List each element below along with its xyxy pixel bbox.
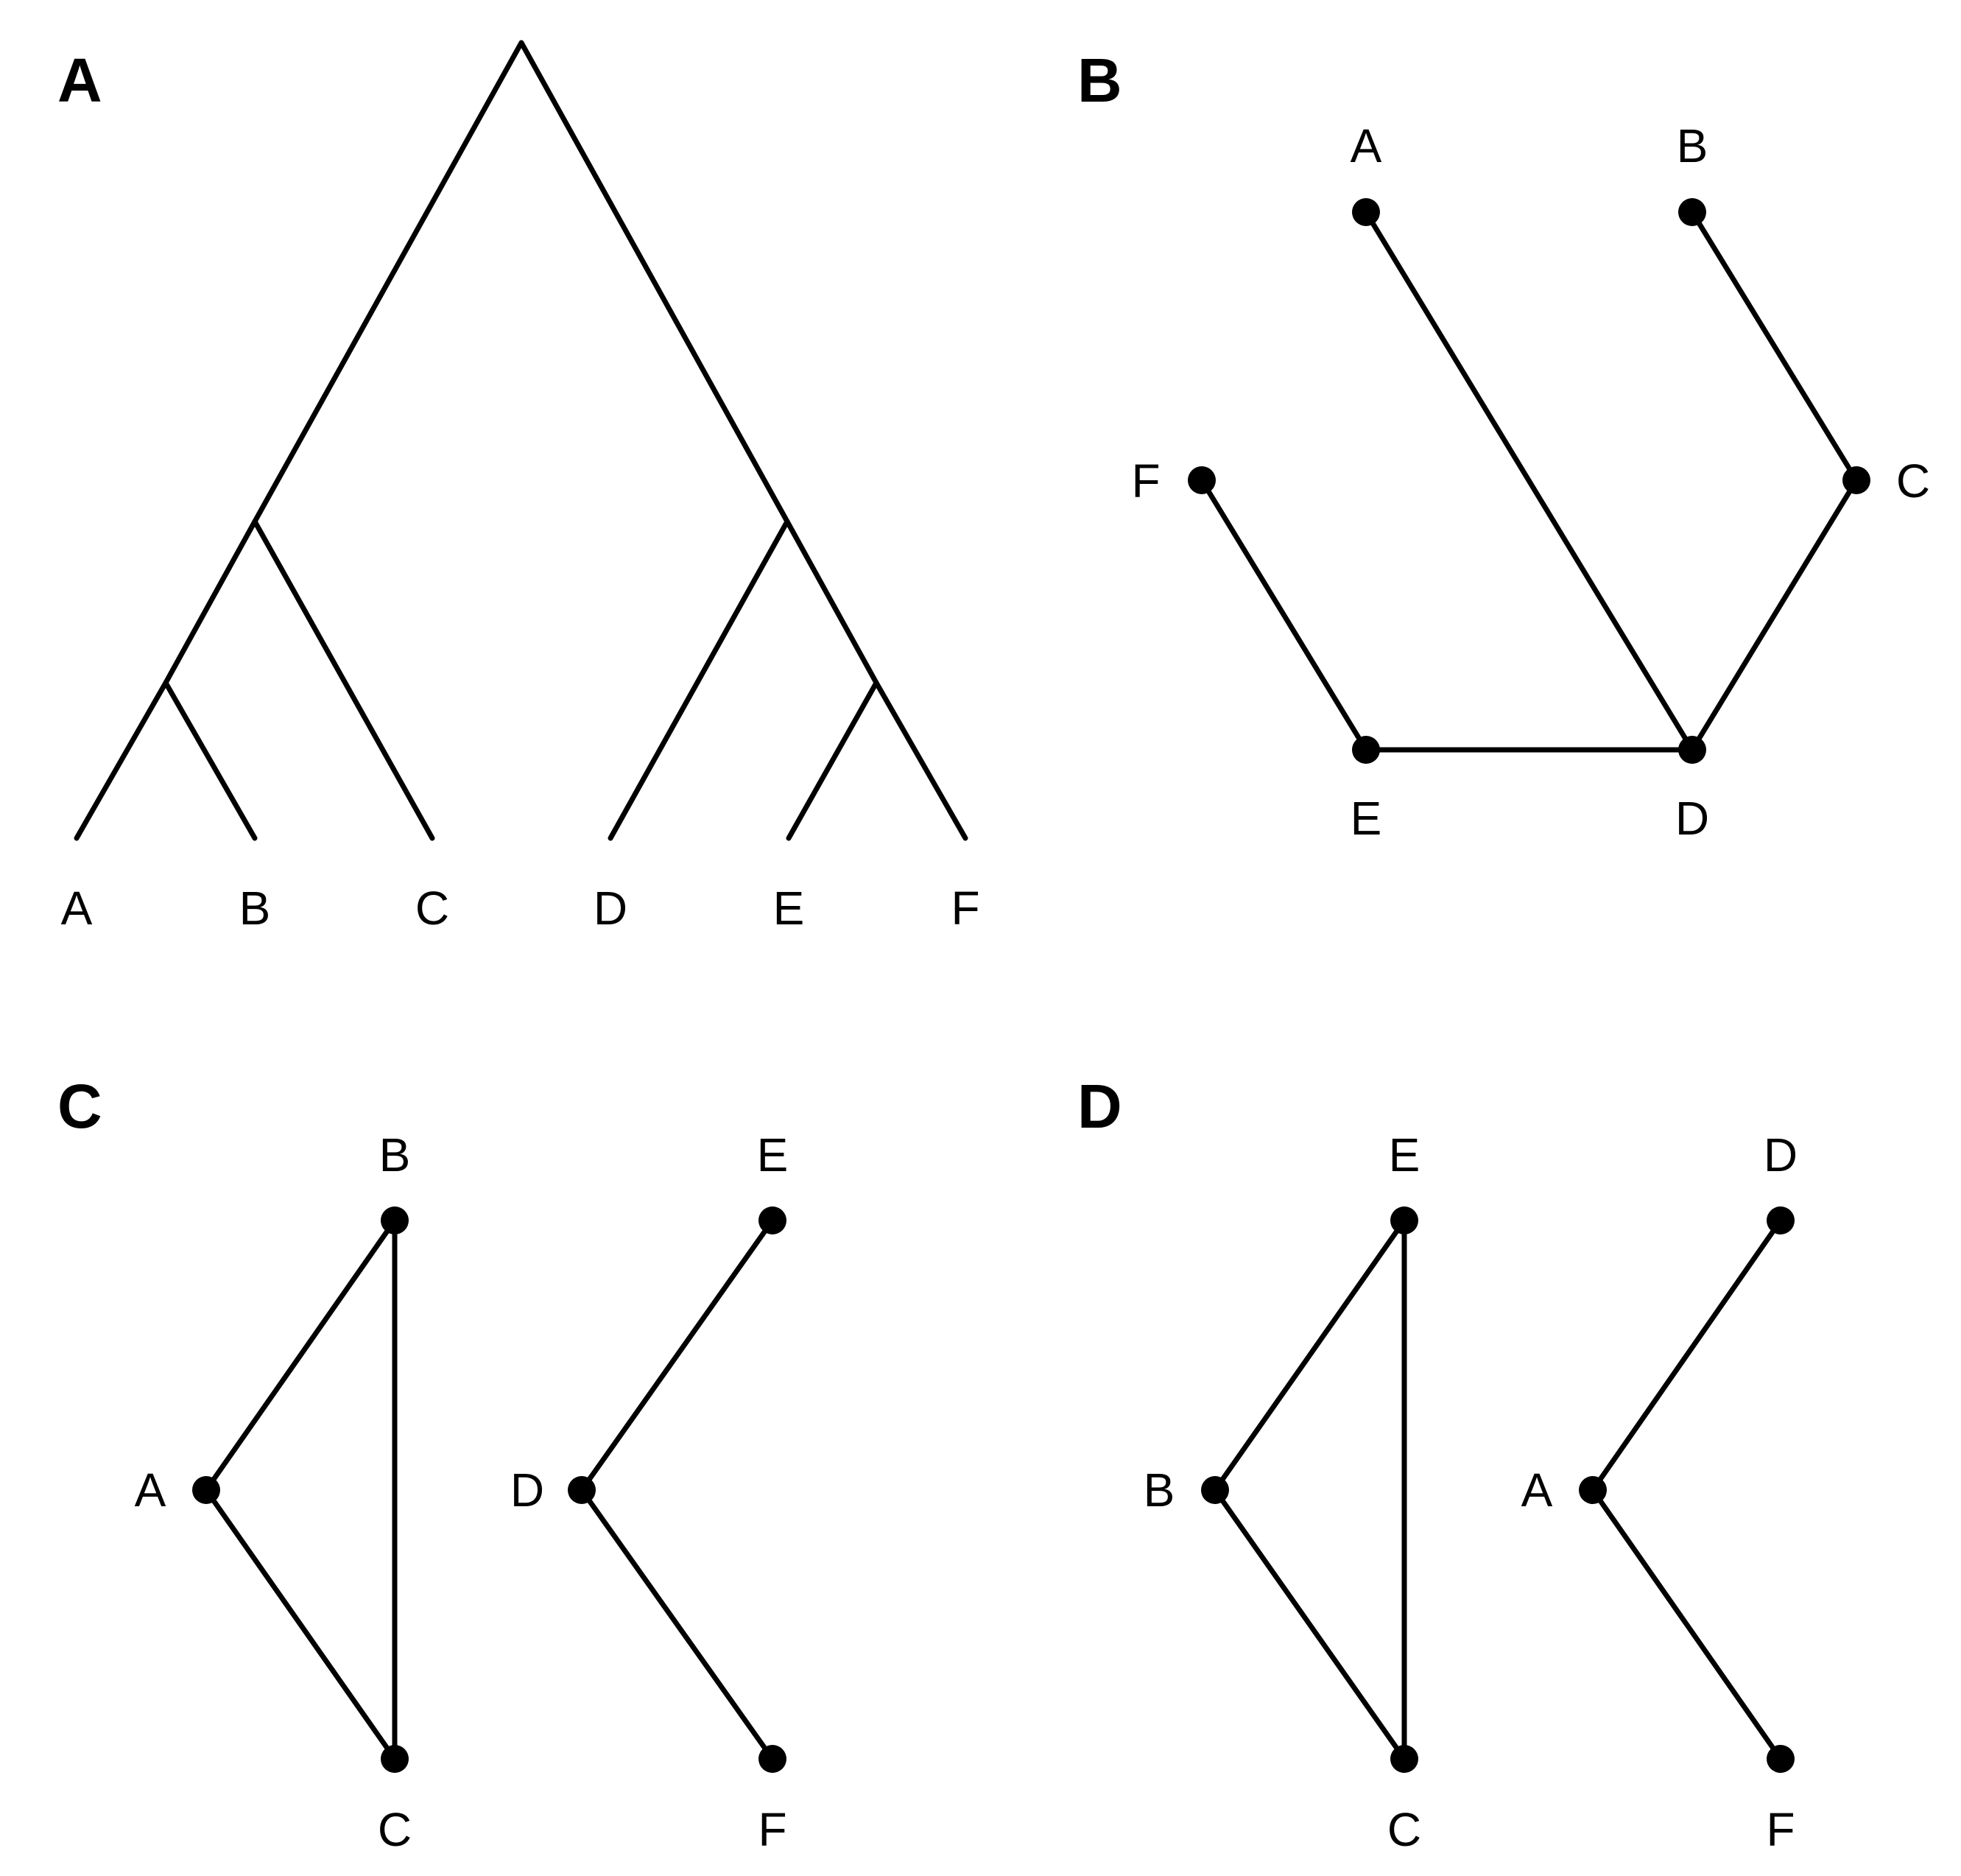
tree-branch-def-ef: [784, 519, 879, 686]
graph-node-f: [1767, 1745, 1795, 1773]
graph-node-label-f: F: [1131, 454, 1160, 507]
tree-branch-ab-b: [163, 680, 258, 841]
tree-branch-root-left: [252, 40, 524, 524]
graph-node-f: [758, 1745, 786, 1773]
tree-branch-def-d: [608, 519, 790, 841]
panel-d: D B E C A D F: [1077, 1072, 1798, 1856]
graph-node-a: [1352, 198, 1380, 226]
graph-node-label-f: F: [758, 1803, 786, 1856]
leaf-label-a: A: [61, 882, 93, 935]
tree-branch-root-right: [518, 40, 790, 524]
graph-edge-b-e: [1212, 1218, 1407, 1493]
graph-node-d: [1678, 736, 1706, 764]
graph-node-label-d: D: [510, 1464, 544, 1517]
graph-node-label-a: A: [1351, 119, 1382, 172]
graph-edge-b-c: [1212, 1487, 1407, 1762]
graph-node-e: [1390, 1206, 1418, 1234]
panel-a-label: A: [57, 46, 102, 115]
graph-node-b: [1201, 1476, 1229, 1504]
graph-edge-a-d: [1590, 1218, 1784, 1493]
tree-branch-ab-a: [74, 680, 169, 841]
graph-node-c: [381, 1745, 409, 1773]
graph-edge-a-c: [203, 1487, 398, 1762]
graph-node-label-f: F: [1766, 1803, 1795, 1856]
graph-node-label-e: E: [1389, 1128, 1420, 1181]
panel-d-label: D: [1077, 1072, 1122, 1141]
graph-edge-d-f: [579, 1487, 775, 1762]
graph-node-e: [758, 1206, 786, 1234]
graph-node-label-a: A: [1521, 1464, 1553, 1517]
graph-node-label-b: B: [379, 1128, 411, 1181]
graph-node-label-d: D: [1675, 792, 1709, 845]
graph-node-label-c: C: [378, 1803, 412, 1856]
graph-node-label-d: D: [1764, 1128, 1798, 1181]
graph-node-label-e: E: [1351, 792, 1382, 845]
graph-node-b: [1678, 198, 1706, 226]
graph-edge-b-c: [1689, 209, 1859, 483]
leaf-label-b: B: [239, 882, 271, 935]
tree-branch-ef-f: [873, 680, 968, 841]
graph-node-c: [1390, 1745, 1418, 1773]
tree-branch-abc-ab: [163, 519, 258, 686]
panel-b-label: B: [1077, 46, 1122, 115]
panel-c-label: C: [57, 1072, 102, 1141]
panel-b: B A B C D E F: [1077, 46, 1930, 845]
graph-node-c: [1842, 466, 1870, 494]
graph-node-f: [1188, 466, 1216, 494]
graph-edge-c-d: [1689, 477, 1859, 753]
graph-node-label-a: A: [135, 1464, 166, 1517]
graph-node-e: [1352, 736, 1380, 764]
graph-edge-a-f: [1590, 1487, 1784, 1762]
leaf-label-f: F: [951, 882, 979, 935]
graph-node-label-c: C: [1896, 454, 1930, 507]
graph-node-d: [1767, 1206, 1795, 1234]
graph-node-label-b: B: [1677, 119, 1708, 172]
graph-node-label-e: E: [757, 1128, 789, 1181]
graph-edge-a-b: [203, 1218, 398, 1493]
panel-a: A A B C D E F: [57, 40, 980, 935]
leaf-label-e: E: [773, 882, 805, 935]
leaf-label-c: C: [415, 882, 449, 935]
graph-edge-e-f: [1199, 477, 1369, 753]
graph-node-label-b: B: [1144, 1464, 1175, 1517]
graph-node-a: [1579, 1476, 1607, 1504]
graph-node-b: [381, 1206, 409, 1234]
graph-edge-a-d: [1363, 209, 1695, 753]
tree-branch-ef-e: [786, 680, 879, 841]
tree-branch-abc-c: [252, 519, 435, 841]
graph-node-d: [568, 1476, 596, 1504]
graph-node-label-c: C: [1387, 1803, 1421, 1856]
graph-edge-d-e: [579, 1218, 775, 1493]
panel-c: C A B C D E F: [57, 1072, 788, 1856]
graph-node-a: [192, 1476, 220, 1504]
leaf-label-d: D: [594, 882, 627, 935]
